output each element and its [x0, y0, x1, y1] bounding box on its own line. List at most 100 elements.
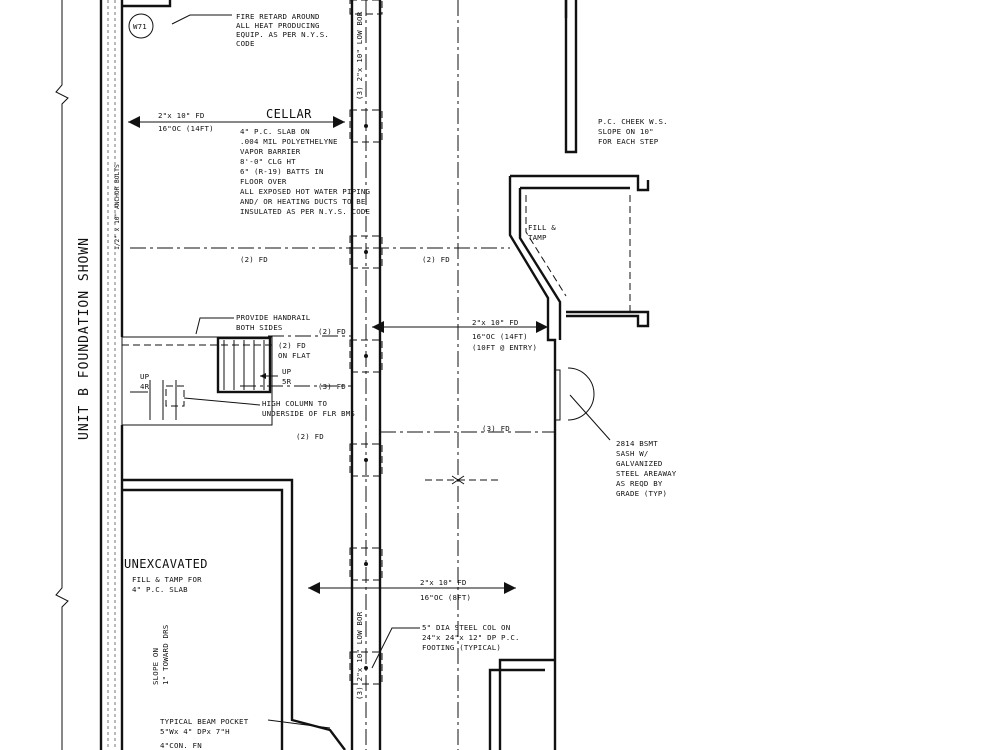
beam-pocket-note: TYPICAL BEAM POCKET 5"Wx 4" DPx 7"H	[160, 717, 249, 736]
svg-text:2"x 10" FD: 2"x 10" FD	[472, 318, 519, 327]
pier-footing	[349, 443, 383, 477]
right-foundation-wall	[488, 0, 650, 750]
svg-text:16"OC (8FT): 16"OC (8FT)	[420, 593, 471, 602]
svg-text:16"OC (14FT): 16"OC (14FT)	[472, 332, 528, 341]
anchor-bolt-note: 1/2" x 10" ANCHOR BOLTS	[114, 164, 121, 250]
svg-text:ALL EXPOSED HOT WATER PIPING: ALL EXPOSED HOT WATER PIPING	[240, 187, 370, 196]
svg-text:AS REQD BY: AS REQD BY	[616, 479, 663, 488]
svg-text:SASH W/: SASH W/	[616, 449, 649, 458]
side-label-group: UNIT B FOUNDATION SHOWN	[55, 0, 92, 750]
pier-footing	[349, 0, 383, 15]
svg-text:2"x 10" FD: 2"x 10" FD	[158, 111, 205, 120]
svg-text:SLOPE ON: SLOPE ON	[151, 648, 160, 685]
unexcavated-title: UNEXCAVATED	[124, 557, 208, 571]
svg-text:6" (R-19) BATTS IN: 6" (R-19) BATTS IN	[240, 167, 324, 176]
svg-text:ON FLAT: ON FLAT	[278, 351, 311, 360]
stair-flat-note: (2) FD ON FLAT	[278, 341, 311, 360]
svg-text:FLOOR OVER: FLOOR OVER	[240, 177, 287, 186]
svg-text:8'-0" CLG HT: 8'-0" CLG HT	[240, 157, 296, 166]
cellar-notes: 4" P.C. SLAB ON .004 MIL POLYETHELYNE VA…	[240, 127, 370, 216]
pier-footing	[349, 547, 383, 581]
svg-text:.004 MIL POLYETHELYNE: .004 MIL POLYETHELYNE	[240, 137, 338, 146]
up-4r-label: UP 4R	[140, 372, 150, 391]
svg-text:BOTH SIDES: BOTH SIDES	[236, 323, 283, 332]
svg-text:GALVANIZED: GALVANIZED	[616, 459, 663, 468]
svg-text:STEEL AREAWAY: STEEL AREAWAY	[616, 469, 677, 478]
leader-beam-pocket	[267, 719, 331, 729]
pier-footing	[349, 339, 383, 373]
stair	[121, 336, 278, 426]
cellar-title: CELLAR	[266, 107, 312, 121]
lower-joist-label: 2"x 10" FD 16"OC (8FT)	[420, 578, 471, 602]
leader-column	[183, 397, 261, 406]
svg-text:HIGH COLUMN TO: HIGH COLUMN TO	[262, 399, 327, 408]
leader-window	[569, 394, 611, 441]
svg-text:2814 BSMT: 2814 BSMT	[616, 439, 658, 448]
stair-2fd: (2) FD	[318, 327, 346, 336]
stair-3fd: (3) FD	[318, 382, 346, 391]
svg-text:CODE: CODE	[236, 39, 255, 48]
break-line	[55, 0, 69, 750]
horizontal-girders	[130, 247, 555, 433]
unit-b-foundation-label: UNIT B FOUNDATION SHOWN	[77, 237, 92, 440]
svg-text:4" P.C. SLAB ON: 4" P.C. SLAB ON	[240, 127, 310, 136]
window-note: 2814 BSMT SASH W/ GALVANIZED STEEL AREAW…	[616, 439, 677, 498]
center-beam-line: (3) 2"x 10" LOW BOR (3) 2"x 10" LOW BOR	[349, 0, 383, 750]
svg-text:2"x 10" FD: 2"x 10" FD	[420, 578, 467, 587]
svg-text:4R: 4R	[140, 382, 150, 391]
svg-text:(10FT @ ENTRY): (10FT @ ENTRY)	[472, 343, 537, 352]
beam-2fd-b: (2) FD	[422, 255, 450, 264]
fire-note: FIRE RETARD AROUND ALL HEAT PRODUCING EQ…	[236, 12, 329, 48]
top-wall-stub	[122, 0, 172, 8]
beam-2fd-lower: (2) FD	[296, 432, 324, 441]
unexcavated-walls	[122, 478, 346, 750]
beam-low-label: (3) 2"x 10" LOW BOR	[355, 611, 364, 700]
svg-text:16"OC (14FT): 16"OC (14FT)	[158, 124, 214, 133]
svg-text:EQUIP. AS PER N.Y.S.: EQUIP. AS PER N.Y.S.	[236, 30, 329, 39]
svg-text:P.C. CHEEK W.S.: P.C. CHEEK W.S.	[598, 117, 668, 126]
pier-footing	[349, 235, 383, 269]
svg-text:(2) FD: (2) FD	[278, 341, 306, 350]
steel-column-note: 5" DIA STEEL COL ON 24"x 24"x 12" DP P.C…	[422, 623, 520, 652]
svg-text:UNDERSIDE OF FLR BMS: UNDERSIDE OF FLR BMS	[262, 409, 355, 418]
leader-handrail	[195, 317, 234, 335]
svg-text:TYPICAL BEAM POCKET: TYPICAL BEAM POCKET	[160, 717, 249, 726]
svg-text:UP: UP	[282, 367, 292, 376]
left-foundation-wall: 1/2" x 10" ANCHOR BOLTS	[99, 0, 124, 750]
svg-text:FOOTING (TYPICAL): FOOTING (TYPICAL)	[422, 643, 501, 652]
pier-footing	[349, 651, 383, 685]
beam-3fd-right: (3) FD	[482, 424, 510, 433]
up-5r-label: UP 5R	[282, 367, 292, 386]
svg-text:VAPOR BARRIER: VAPOR BARRIER	[240, 147, 301, 156]
leader-fire	[171, 14, 232, 25]
pier-footing	[349, 109, 383, 143]
svg-text:UP: UP	[140, 372, 150, 381]
tag-w-label: W71	[133, 22, 147, 31]
svg-text:PROVIDE HANDRAIL: PROVIDE HANDRAIL	[236, 313, 311, 322]
svg-text:1" TOWARD DRS: 1" TOWARD DRS	[161, 625, 170, 685]
svg-text:INSULATED AS PER N.Y.S. CODE: INSULATED AS PER N.Y.S. CODE	[240, 207, 370, 216]
areaway-window	[567, 367, 595, 421]
fill-tamp-note: FILL & TAMP	[528, 223, 556, 242]
svg-text:TAMP: TAMP	[528, 233, 547, 242]
joist-span-arrows	[128, 116, 548, 594]
svg-text:24"x 24"x 12" DP P.C.: 24"x 24"x 12" DP P.C.	[422, 633, 520, 642]
svg-text:SLOPE ON 10": SLOPE ON 10"	[598, 127, 654, 136]
bottom-cut-label: 4"CON. FN	[160, 741, 202, 750]
beam-2fd-a: (2) FD	[240, 255, 268, 264]
svg-text:AND/ OR HEATING DUCTS TO BE: AND/ OR HEATING DUCTS TO BE	[240, 197, 366, 206]
svg-text:5" DIA STEEL COL ON: 5" DIA STEEL COL ON	[422, 623, 510, 632]
handrail-note: PROVIDE HANDRAIL BOTH SIDES	[236, 313, 311, 332]
unexcavated-note: FILL & TAMP FOR 4" P.C. SLAB	[132, 575, 202, 594]
svg-text:ALL HEAT PRODUCING: ALL HEAT PRODUCING	[236, 21, 320, 30]
svg-text:FILL &: FILL &	[528, 223, 556, 232]
tag-circle	[128, 13, 154, 39]
stair-opening	[121, 336, 273, 426]
secondary-beam-line	[425, 0, 500, 750]
beam-top-label: (3) 2"x 10" LOW BOR	[355, 11, 364, 100]
svg-text:4" P.C. SLAB: 4" P.C. SLAB	[132, 585, 188, 594]
svg-text:FILL & TAMP FOR: FILL & TAMP FOR	[132, 575, 202, 584]
leader-steel-col	[371, 627, 420, 669]
left-joist-label: 2"x 10" FD 16"OC (14FT)	[158, 111, 214, 133]
